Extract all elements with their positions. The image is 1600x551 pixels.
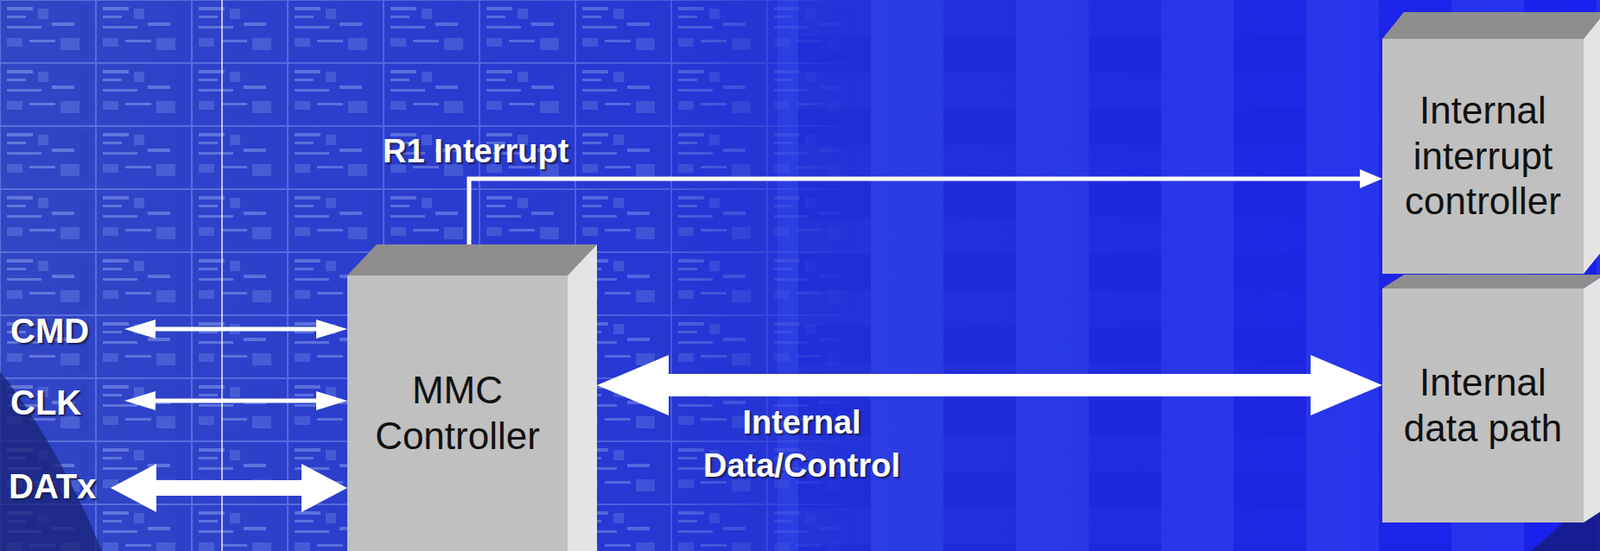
- pin-label-box: CMD: [10, 313, 89, 349]
- pin-label-box: CLK: [10, 385, 82, 420]
- box-side-face: [1583, 274, 1600, 523]
- arrowhead: [596, 355, 669, 416]
- connector-arrow: [596, 355, 1383, 416]
- wafer-edge: [0, 371, 102, 551]
- box-label: Internal interrupt controller: [1390, 88, 1575, 225]
- cmd-signal-arrow: [124, 319, 348, 339]
- box-front-face: [1382, 288, 1584, 523]
- box-face: Internal interrupt controller: [1382, 38, 1584, 274]
- box-front-face: [1382, 38, 1584, 274]
- connector-arrow: [469, 169, 1383, 245]
- edge-label-box: Internal Data/Control: [672, 400, 932, 488]
- box-side-face: [1583, 12, 1600, 274]
- box-side-face: [567, 244, 597, 551]
- signal-name: DATx: [8, 469, 96, 504]
- signal-label: Internal Data/Control: [672, 400, 932, 488]
- signal-name: CLK: [10, 385, 82, 420]
- box-label: MMC Controller: [355, 368, 559, 460]
- arrowhead: [1310, 355, 1383, 416]
- data-bus-arrow: [110, 463, 348, 513]
- signal-label: R1 Interrupt: [382, 134, 642, 170]
- connector-line: [469, 178, 1362, 245]
- process-box: Internal interrupt controller: [1382, 12, 1600, 274]
- box-front-face: [347, 275, 568, 551]
- box-label: Internal data path: [1390, 360, 1575, 452]
- process-box: Internal data path: [1382, 274, 1600, 523]
- chip-boundary-line: [221, 0, 223, 551]
- signal-name: CMD: [10, 313, 89, 349]
- edge-label-box: R1 Interrupt: [382, 134, 642, 170]
- box-face: Internal data path: [1382, 288, 1584, 523]
- clk-signal-arrow: [124, 391, 348, 411]
- box-face: MMC Controller: [347, 275, 568, 551]
- box-top-face: [1382, 12, 1600, 39]
- arrowhead: [1359, 169, 1383, 189]
- pin-label-box: DATx: [8, 469, 96, 504]
- box-top-face: [1382, 274, 1600, 289]
- connector-line: [666, 374, 1313, 397]
- box-top-face: [347, 244, 597, 276]
- process-box: MMC Controller: [347, 244, 597, 551]
